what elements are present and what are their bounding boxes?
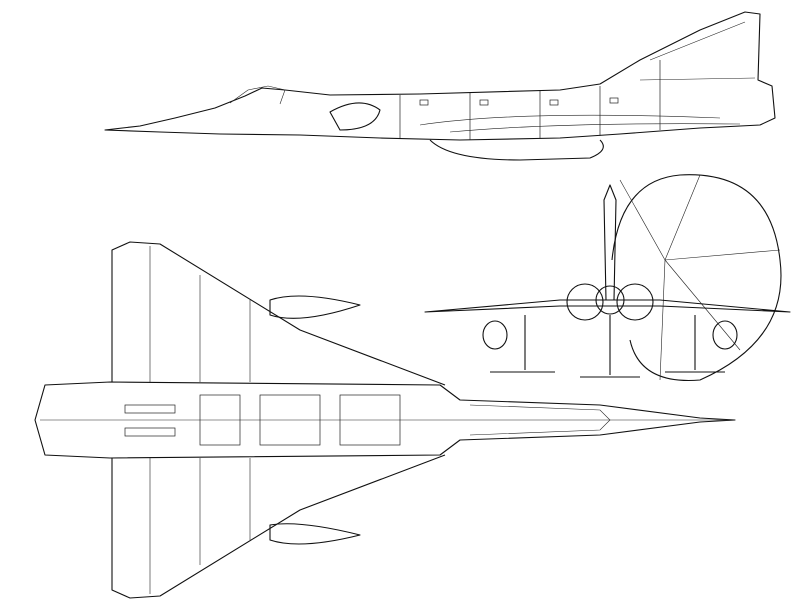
side-intake bbox=[329, 102, 381, 131]
top-view bbox=[34, 241, 736, 599]
front-parachute bbox=[611, 174, 782, 382]
front-intake-right bbox=[616, 283, 654, 321]
front-wing bbox=[424, 299, 791, 313]
top-wing-upper bbox=[111, 241, 446, 386]
top-fuel-tank-lower bbox=[269, 523, 361, 545]
side-fuel-tank bbox=[429, 139, 604, 161]
front-view bbox=[424, 174, 791, 382]
top-wing-panel-upper bbox=[149, 246, 251, 382]
front-tank-left bbox=[482, 320, 508, 350]
side-panel-lines bbox=[399, 60, 661, 140]
front-tank-right bbox=[712, 320, 738, 350]
side-fuselage bbox=[104, 11, 776, 141]
top-wing-panel-lower bbox=[149, 458, 251, 594]
side-wing-root bbox=[419, 114, 741, 133]
front-fin bbox=[603, 184, 617, 301]
top-wing-lower bbox=[111, 454, 446, 599]
side-fin-panel bbox=[639, 21, 756, 81]
side-canopy bbox=[229, 85, 286, 105]
top-fuel-tank-upper bbox=[269, 295, 361, 319]
front-parachute-lines bbox=[619, 174, 781, 381]
front-landing-gear bbox=[524, 315, 696, 375]
top-panel-lines bbox=[124, 394, 401, 446]
front-intake-left bbox=[566, 283, 604, 321]
front-fuselage bbox=[595, 285, 625, 315]
side-view bbox=[104, 11, 776, 161]
